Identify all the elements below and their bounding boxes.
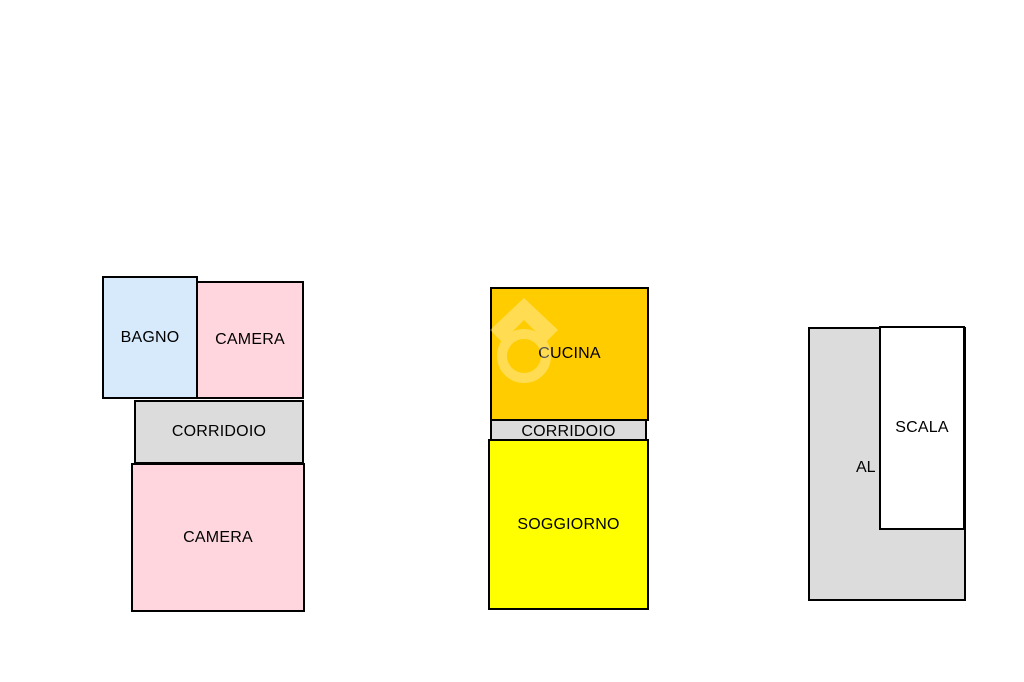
room-soggiorno: SOGGIORNO xyxy=(488,439,649,610)
room-label-corridoio-plan1: CORRIDOIO xyxy=(171,423,267,440)
room-label-bagno: BAGNO xyxy=(120,328,180,346)
room-cucina: CUCINA xyxy=(490,287,649,421)
room-label-corridoio-plan2: CORRIDOIO xyxy=(521,423,616,440)
room-label-soggiorno: SOGGIORNO xyxy=(517,515,620,533)
room-corridoio-plan2: CORRIDOIO xyxy=(490,419,647,441)
room-label-cucina: CUCINA xyxy=(538,345,601,362)
room-corridoio-plan1: CORRIDOIO xyxy=(134,400,304,464)
house-logo-icon xyxy=(490,298,558,383)
room-camera-upper: CAMERA xyxy=(196,281,304,399)
room-label-scala: SCALA xyxy=(895,419,949,436)
room-label-camera-lower: CAMERA xyxy=(183,528,253,546)
room-scala: SCALA xyxy=(879,326,965,530)
room-label-camera-upper: CAMERA xyxy=(215,331,285,348)
room-bagno: BAGNO xyxy=(102,276,198,399)
room-label-altro: AL xyxy=(856,459,876,476)
room-camera-lower: CAMERA xyxy=(131,463,305,612)
